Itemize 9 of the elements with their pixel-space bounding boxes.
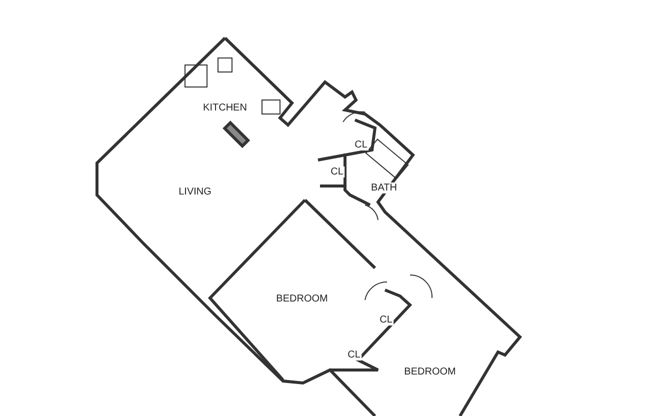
room-label: BEDROOM — [275, 294, 329, 304]
room-label: CL — [354, 140, 368, 150]
room-label: LIVING — [178, 186, 212, 198]
room-label: CL — [330, 166, 344, 178]
room-label: CL — [346, 350, 362, 360]
room-label: KITCHEN — [202, 102, 248, 114]
room-label: BATH — [370, 182, 398, 194]
room-label: BEDROOM — [403, 366, 457, 378]
room-label: CL — [378, 314, 394, 326]
